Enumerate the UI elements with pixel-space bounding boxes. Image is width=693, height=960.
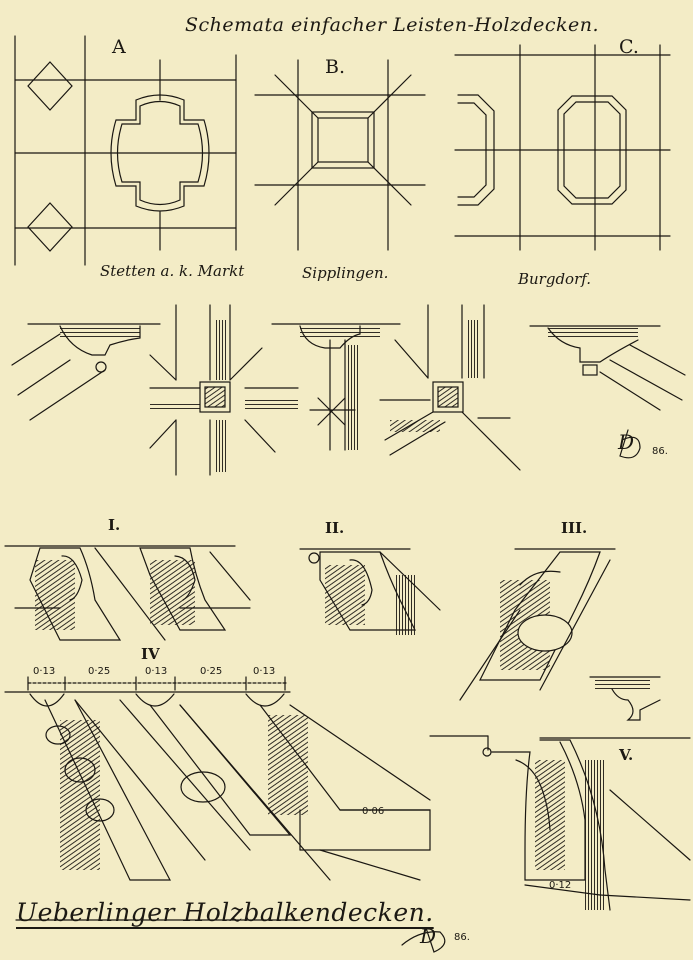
footer-caption: Ueberlinger Holzbalkendecken.: [16, 898, 434, 927]
detail-v-profile: [429, 735, 691, 911]
dimension-label-2: 0·25: [88, 666, 111, 677]
schema-b-place: Sipplingen.: [302, 264, 389, 282]
signature-top-initial: D: [618, 430, 635, 454]
dimension-label-3: 0·13: [145, 666, 168, 677]
plate-title: Schemata einfacher Leisten-Holzdecken.: [185, 14, 600, 36]
dimension-label-4: 0·25: [200, 666, 223, 677]
footer-signature-flourish: [401, 927, 446, 953]
corner-detail-5: [529, 325, 686, 411]
schema-b-letter: B.: [325, 56, 346, 78]
dimension-label-1: 0·13: [33, 666, 56, 677]
footer-signature-year: 86.: [454, 932, 470, 943]
schema-a-place: Stetten a. k. Markt: [100, 262, 245, 280]
signature-flourish-top: [619, 429, 641, 459]
corner-detail-3: [271, 323, 401, 451]
signature-top-year: 86.: [652, 446, 668, 457]
detail-ii-profile: [299, 548, 441, 635]
detail-i-numeral: I.: [108, 516, 121, 534]
detail-iv-ceiling: [4, 676, 431, 881]
detail-ii-numeral: II.: [325, 519, 345, 537]
beam-dimension-label: 0·06: [362, 806, 385, 817]
detail-iii-numeral: III.: [561, 519, 588, 537]
schema-c-letter: C.: [619, 36, 639, 58]
corner-detail-2: [149, 304, 299, 476]
schema-a-letter: A: [112, 36, 126, 58]
schema-c-diagram: [454, 44, 671, 251]
detail-iii-profile: [459, 548, 661, 721]
schema-a-diagram: [14, 35, 237, 266]
schema-c-place: Burgdorf.: [518, 270, 592, 288]
detail-iv-numeral: IV: [141, 645, 160, 663]
schema-b-diagram: [254, 59, 426, 251]
corner-detail-1: [11, 323, 161, 421]
footer-signature-initial: D: [420, 924, 437, 948]
detail-i-profile: [4, 545, 251, 641]
detail-v-numeral: V.: [619, 746, 634, 764]
corner-detail-4: [379, 304, 521, 471]
dimension-label-5: 0·13: [253, 666, 276, 677]
profile-v-dimension-label: 0·12: [549, 880, 572, 891]
